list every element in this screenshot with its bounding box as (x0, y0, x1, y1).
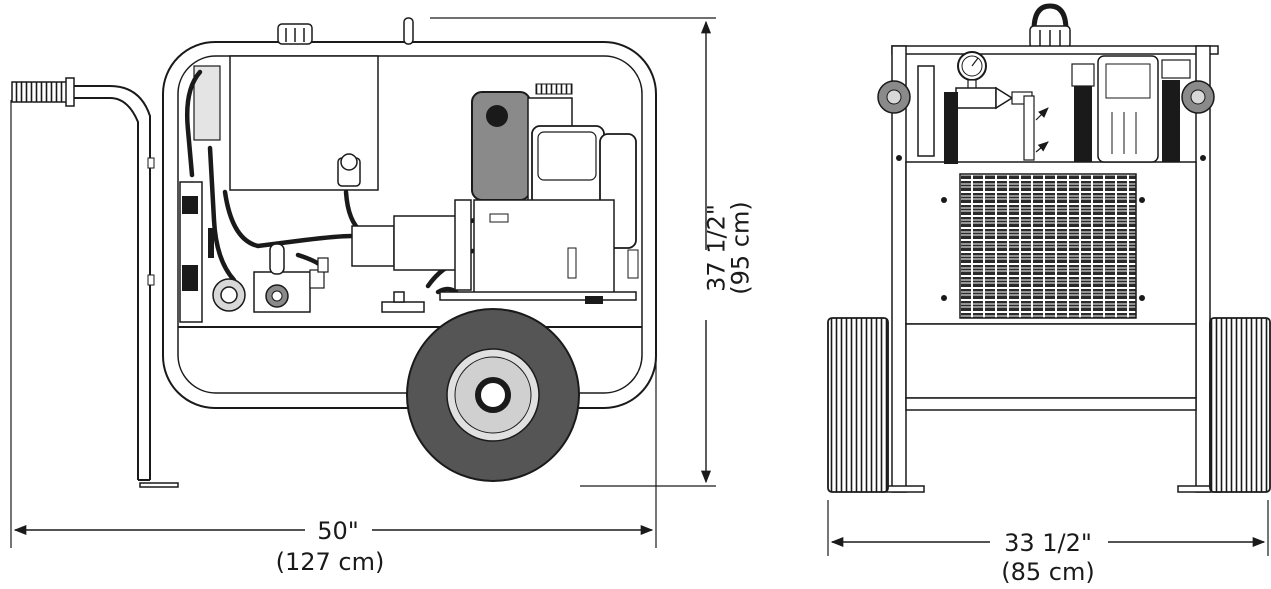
side-view (11, 17, 657, 488)
front-width-dimension: 33 1/2" (85 cm) (827, 500, 1269, 586)
front-left-wheel (827, 317, 889, 493)
lifting-handle (1029, 3, 1071, 49)
pressure-gauge (957, 51, 987, 91)
side-width-dimension: 50" (127 cm) (10, 100, 657, 576)
front-width-cm: (85 cm) (1001, 558, 1094, 586)
front-width-inches: 33 1/2" (1004, 529, 1092, 557)
valve-assembly (337, 153, 361, 187)
side-width-inches: 50" (317, 517, 359, 545)
base-rail (381, 291, 637, 313)
height-cm: (95 cm) (726, 201, 754, 294)
vent-pipe (403, 17, 414, 45)
pressure-regulator (212, 243, 329, 313)
front-plumbing (917, 63, 1095, 164)
right-knob (1181, 80, 1215, 114)
height-dimension: 37 1/2" (95 cm) (430, 17, 754, 487)
filter-housing (1097, 55, 1191, 163)
front-right-wheel (1209, 317, 1271, 493)
fuel-cap (277, 23, 313, 45)
front-radiator-grille (941, 173, 1145, 319)
height-inches: 37 1/2" (702, 204, 730, 292)
side-radiator (179, 181, 214, 323)
pump (351, 199, 472, 291)
side-wheel (406, 308, 580, 482)
engine (471, 83, 639, 295)
left-knob (877, 80, 911, 114)
side-width-cm: (127 cm) (276, 548, 385, 576)
front-view (827, 3, 1271, 493)
handle-bar (11, 77, 179, 488)
